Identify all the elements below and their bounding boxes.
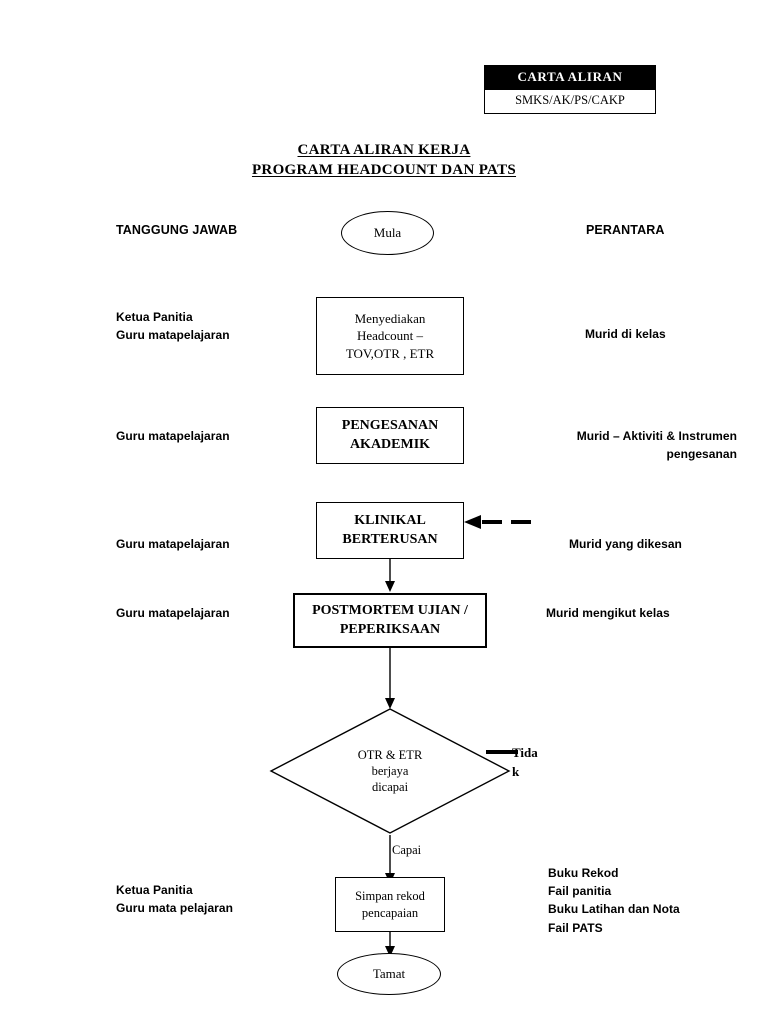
intermediary-pengesanan-line2: pengesanan <box>666 447 737 462</box>
connector-simpan-to-end <box>382 932 398 958</box>
node-pengesanan-akademik: PENGESANAN AKADEMIK <box>316 407 464 464</box>
intermediary-headcount-line1: Murid di kelas <box>585 327 666 341</box>
intermediary-pengesanan-line1: Murid – Aktiviti & Instrumen <box>576 429 737 443</box>
node-decision-otr-etr: OTR & ETR berjaya dicapai <box>269 707 511 835</box>
page-title-line2: PROGRAM HEADCOUNT DAN PATS <box>251 162 517 179</box>
edge-label-tidak-line1: Tida <box>512 745 538 760</box>
node-klinikal-line1: KLINIKAL <box>354 512 426 528</box>
intermediary-postmortem-line1: Murid mengikut kelas <box>546 606 670 620</box>
responsibility-simpan-line2: Guru mata pelajaran <box>116 901 233 916</box>
node-simpan-line2: pencapaian <box>361 905 419 920</box>
node-postmortem-line2: PEPERIKSAAN <box>339 621 441 637</box>
node-postmortem-line1: POSTMORTEM UJIAN / <box>312 602 468 618</box>
node-end-label: Tamat <box>372 966 406 981</box>
responsibility-pengesanan: Guru matapelajaran <box>116 427 230 445</box>
node-klinikal-berterusan: KLINIKAL BERTERUSAN <box>316 502 464 559</box>
intermediary-headcount: Murid di kelas <box>585 325 666 343</box>
intermediary-simpan-line3: Buku Latihan dan Nota <box>548 902 680 917</box>
node-start: Mula <box>341 211 434 255</box>
node-decision-line2: berjaya <box>371 763 409 778</box>
carta-aliran-stamp: CARTA ALIRAN SMKS/AK/PS/CAKP <box>484 65 656 115</box>
intermediary-klinikal: Murid yang dikesan <box>569 535 682 553</box>
responsibility-simpan: Ketua Panitia Guru mata pelajaran <box>116 881 233 917</box>
node-start-label: Mula <box>373 225 402 240</box>
intermediary-simpan-line4: Fail PATS <box>548 920 603 935</box>
connector-klinikal-to-postmortem <box>382 559 398 593</box>
responsibility-pengesanan-line1: Guru matapelajaran <box>116 429 230 443</box>
intermediary-klinikal-line1: Murid yang dikesan <box>569 537 682 551</box>
responsibility-headcount-line2: Guru matapelajaran <box>116 328 230 343</box>
stamp-title: CARTA ALIRAN <box>485 66 655 90</box>
responsibility-simpan-line1: Ketua Panitia <box>116 883 193 897</box>
intermediary-pengesanan: Murid – Aktiviti & Instrumen pengesanan <box>537 427 737 463</box>
node-headcount-line3: TOV,OTR , ETR <box>345 345 435 361</box>
column-heading-responsibility: TANGGUNG JAWAB <box>116 223 238 237</box>
node-pengesanan-line2: AKADEMIK <box>349 436 431 452</box>
intermediary-simpan-line1: Buku Rekod <box>548 866 619 880</box>
edge-label-tidak-line2: k <box>512 763 520 779</box>
responsibility-postmortem-line1: Guru matapelajaran <box>116 606 230 620</box>
responsibility-headcount-line1: Ketua Panitia <box>116 310 193 324</box>
responsibility-klinikal-line1: Guru matapelajaran <box>116 537 230 551</box>
node-decision-line1: OTR & ETR <box>357 747 423 762</box>
edge-label-tidak: Tida k <box>512 744 546 782</box>
node-simpan-line1: Simpan rekod <box>355 888 425 903</box>
connector-decision-tidak-branch <box>486 747 518 757</box>
node-end: Tamat <box>337 953 441 995</box>
column-heading-intermediary: PERANTARA <box>586 223 665 237</box>
page-title: CARTA ALIRAN KERJA PROGRAM HEADCOUNT DAN… <box>0 140 768 181</box>
responsibility-postmortem: Guru matapelajaran <box>116 604 230 622</box>
connector-feedback-dashed-arrow <box>462 510 540 534</box>
stamp-document-code: SMKS/AK/PS/CAKP <box>485 89 655 114</box>
node-pengesanan-line1: PENGESANAN <box>341 417 439 433</box>
edge-label-capai: Capai <box>392 843 422 857</box>
intermediary-simpan-list: Buku Rekod Fail panitia Buku Latihan dan… <box>548 864 680 937</box>
responsibility-klinikal: Guru matapelajaran <box>116 535 230 553</box>
node-klinikal-line2: BERTERUSAN <box>342 531 438 547</box>
node-postmortem: POSTMORTEM UJIAN / PEPERIKSAAN <box>293 593 487 648</box>
node-simpan-rekod: Simpan rekod pencapaian <box>335 877 445 932</box>
intermediary-postmortem: Murid mengikut kelas <box>546 604 670 622</box>
page-title-line1: CARTA ALIRAN KERJA <box>297 142 471 158</box>
intermediary-simpan-line2: Fail panitia <box>548 884 612 899</box>
node-headcount-line2: Headcount – <box>356 328 424 344</box>
node-decision-line3: dicapai <box>371 780 409 795</box>
connector-postmortem-to-decision <box>382 648 398 710</box>
responsibility-headcount: Ketua Panitia Guru matapelajaran <box>116 308 230 344</box>
node-headcount: Menyediakan Headcount – TOV,OTR , ETR <box>316 297 464 375</box>
node-headcount-line1: Menyediakan <box>354 310 426 326</box>
